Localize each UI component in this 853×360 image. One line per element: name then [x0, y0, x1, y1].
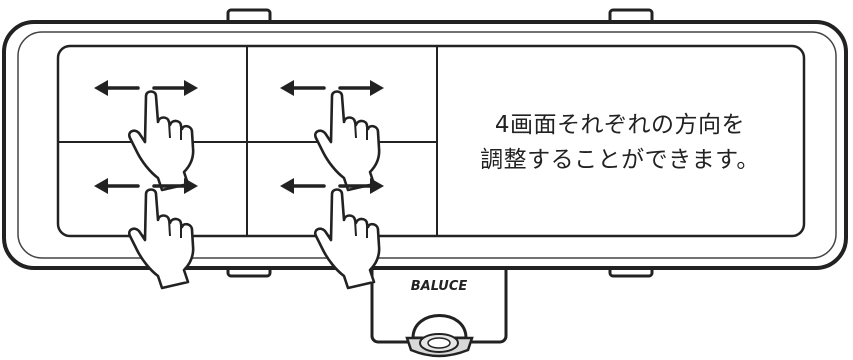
brand-label: BALUCE	[411, 279, 468, 294]
caption-line-1: 4画面それぞれの方向を	[494, 112, 746, 138]
camera-module	[370, 254, 508, 358]
mirror-inner-frame	[17, 31, 837, 259]
caption-line-2: 調整することができます。	[480, 147, 760, 173]
instruction-caption: 4画面それぞれの方向を 調整することができます。	[440, 108, 800, 178]
